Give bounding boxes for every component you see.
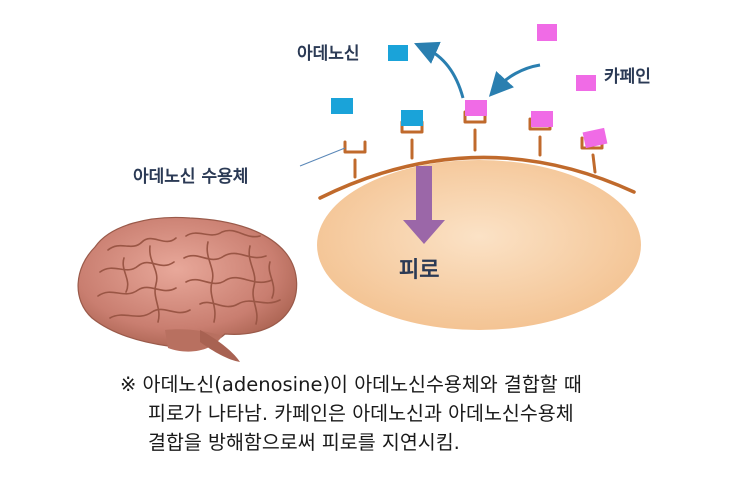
caption-line-2: 피로가 나타남. 카페인은 아데노신과 아데노신수용체	[148, 402, 574, 425]
caffeine-molecule	[537, 24, 557, 41]
adenosine-molecule	[331, 98, 353, 114]
caffeine-molecule-bound	[531, 111, 553, 127]
caption-line-3: 결합을 방해함으로써 피로를 지연시킴.	[148, 431, 460, 454]
receptor-pointer-line	[299, 147, 346, 167]
caption: ※ 아데노신(adenosine)이 아데노신수용체와 결합할 때 피로가 나타…	[120, 370, 720, 457]
receptor-3	[463, 110, 487, 152]
adenosine-molecule-bound	[401, 110, 423, 126]
adenosine-label: 아데노신	[297, 44, 360, 64]
caffeine-molecule-bound	[582, 127, 608, 149]
fatigue-label: 피로	[399, 258, 439, 283]
adenosine-release-arrow	[414, 41, 465, 99]
caption-line-1: ※ 아데노신(adenosine)이 아데노신수용체와 결합할 때	[120, 373, 582, 396]
caffeine-approach-arrow	[488, 63, 541, 97]
receptor-label: 아데노신 수용체	[133, 167, 248, 187]
receptor-1	[343, 140, 367, 179]
cell-membrane	[318, 155, 636, 200]
brain-icon	[77, 216, 298, 362]
adenosine-molecule	[388, 45, 408, 61]
cell-body	[317, 160, 641, 330]
caffeine-molecule-bound	[465, 100, 487, 116]
fatigue-down-arrow	[403, 166, 445, 244]
caffeine-label: 카페인	[604, 67, 651, 87]
caffeine-molecule	[576, 75, 596, 91]
receptor-2	[400, 120, 424, 160]
